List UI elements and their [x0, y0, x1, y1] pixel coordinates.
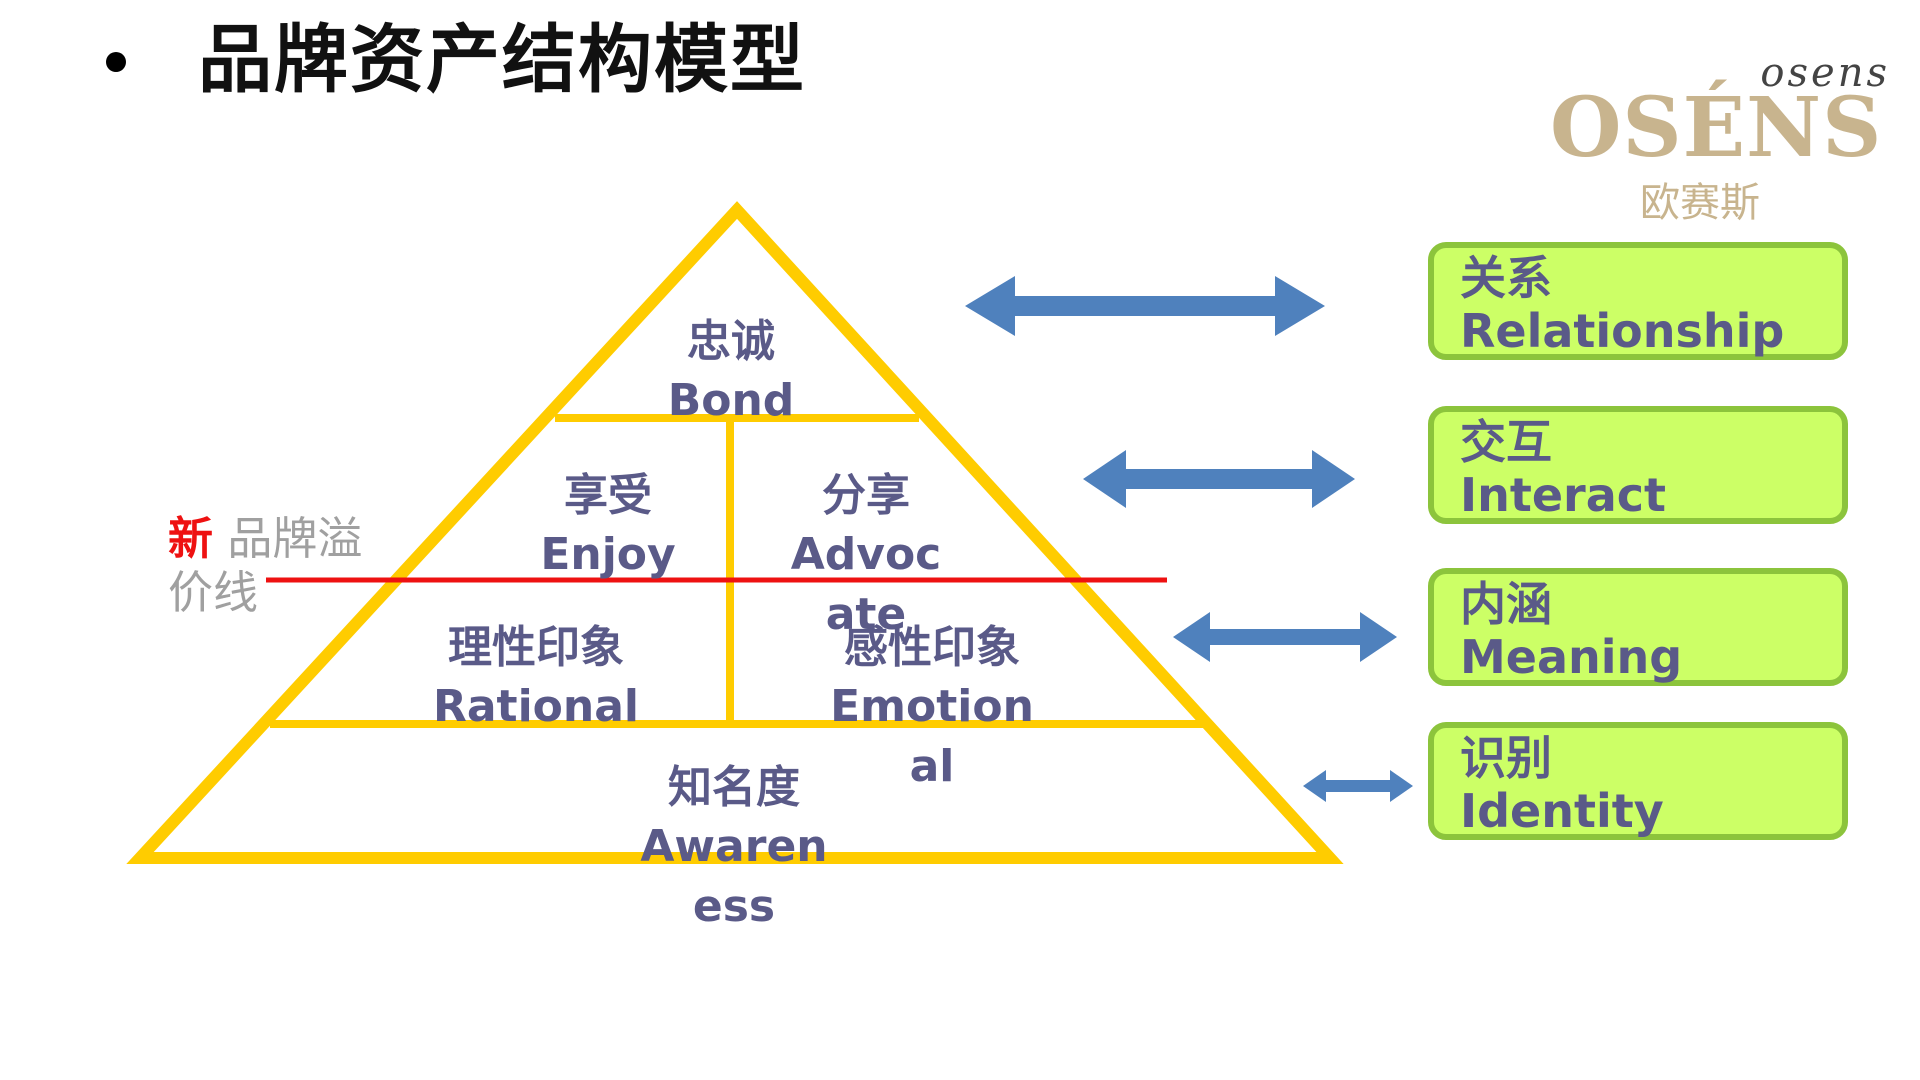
legend-new-marker: 新: [168, 512, 214, 565]
pyramid-label-awareness: 知名度 Awaren ess: [639, 758, 829, 936]
pyramid-outline: [126, 201, 1344, 864]
box-zh-label: 交互: [1460, 415, 1552, 469]
arrow-identity: [1303, 770, 1413, 802]
pyramid-label-rational: 理性印象 Rational: [416, 618, 656, 737]
box-en-label: Interact: [1460, 467, 1667, 522]
bullet-icon: [106, 52, 126, 72]
level-zh: 分享: [822, 470, 910, 521]
box-identity: 识别 Identity: [1428, 722, 1848, 840]
box-relationship: 关系 Relationship: [1428, 242, 1848, 360]
osens-logo: osens OSÉNS 欧赛斯: [1540, 50, 1900, 226]
level-en-part1: Awaren: [640, 821, 828, 873]
box-en-label: Relationship: [1460, 303, 1785, 358]
pyramid-label-enjoy: 享受 Enjoy: [508, 466, 708, 585]
level-zh: 理性印象: [448, 622, 624, 673]
legend-text-line1: 品牌溢: [227, 512, 363, 565]
slide-title: 品牌资产结构模型: [198, 17, 806, 103]
level-zh: 享受: [564, 470, 652, 521]
box-en-label: Identity: [1460, 783, 1664, 838]
box-en-label: Meaning: [1460, 629, 1683, 684]
box-interact: 交互 Interact: [1428, 406, 1848, 524]
logo-chinese-name: 欧赛斯: [1640, 180, 1760, 226]
pyramid-label-advocate: 分享 Advoc ate: [786, 466, 946, 644]
level-en-part1: Emotion: [830, 681, 1034, 733]
level-en: Rational: [432, 681, 639, 733]
box-zh-label: 内涵: [1460, 577, 1552, 631]
box-meaning: 内涵 Meaning: [1428, 568, 1848, 686]
level-zh: 忠诚: [687, 316, 775, 367]
logo-script-text: osens: [1760, 50, 1890, 96]
pyramid-label-bond: 忠诚 Bond: [631, 312, 831, 431]
arrow-interact: [1083, 450, 1355, 508]
legend-text-line2: 价线: [168, 566, 259, 619]
level-en: Enjoy: [540, 529, 676, 581]
level-en-part2: al: [909, 740, 955, 792]
level-en-part2: ate: [825, 588, 907, 640]
level-zh: 感性印象: [844, 622, 1020, 673]
premium-price-line-label: 新 品牌溢 价线: [168, 512, 362, 620]
arrow-relationship: [965, 276, 1325, 336]
logo-wordmark: OSÉNS: [1550, 80, 1883, 176]
level-zh: 知名度: [668, 762, 800, 813]
arrow-meaning: [1173, 612, 1397, 662]
box-zh-label: 关系: [1460, 251, 1552, 305]
level-en: Bond: [667, 375, 795, 427]
pyramid-label-emotional: 感性印象 Emotion al: [827, 618, 1037, 796]
box-zh-label: 识别: [1460, 731, 1552, 785]
level-en-part1: Advoc: [790, 529, 942, 581]
level-en-part2: ess: [692, 880, 776, 932]
